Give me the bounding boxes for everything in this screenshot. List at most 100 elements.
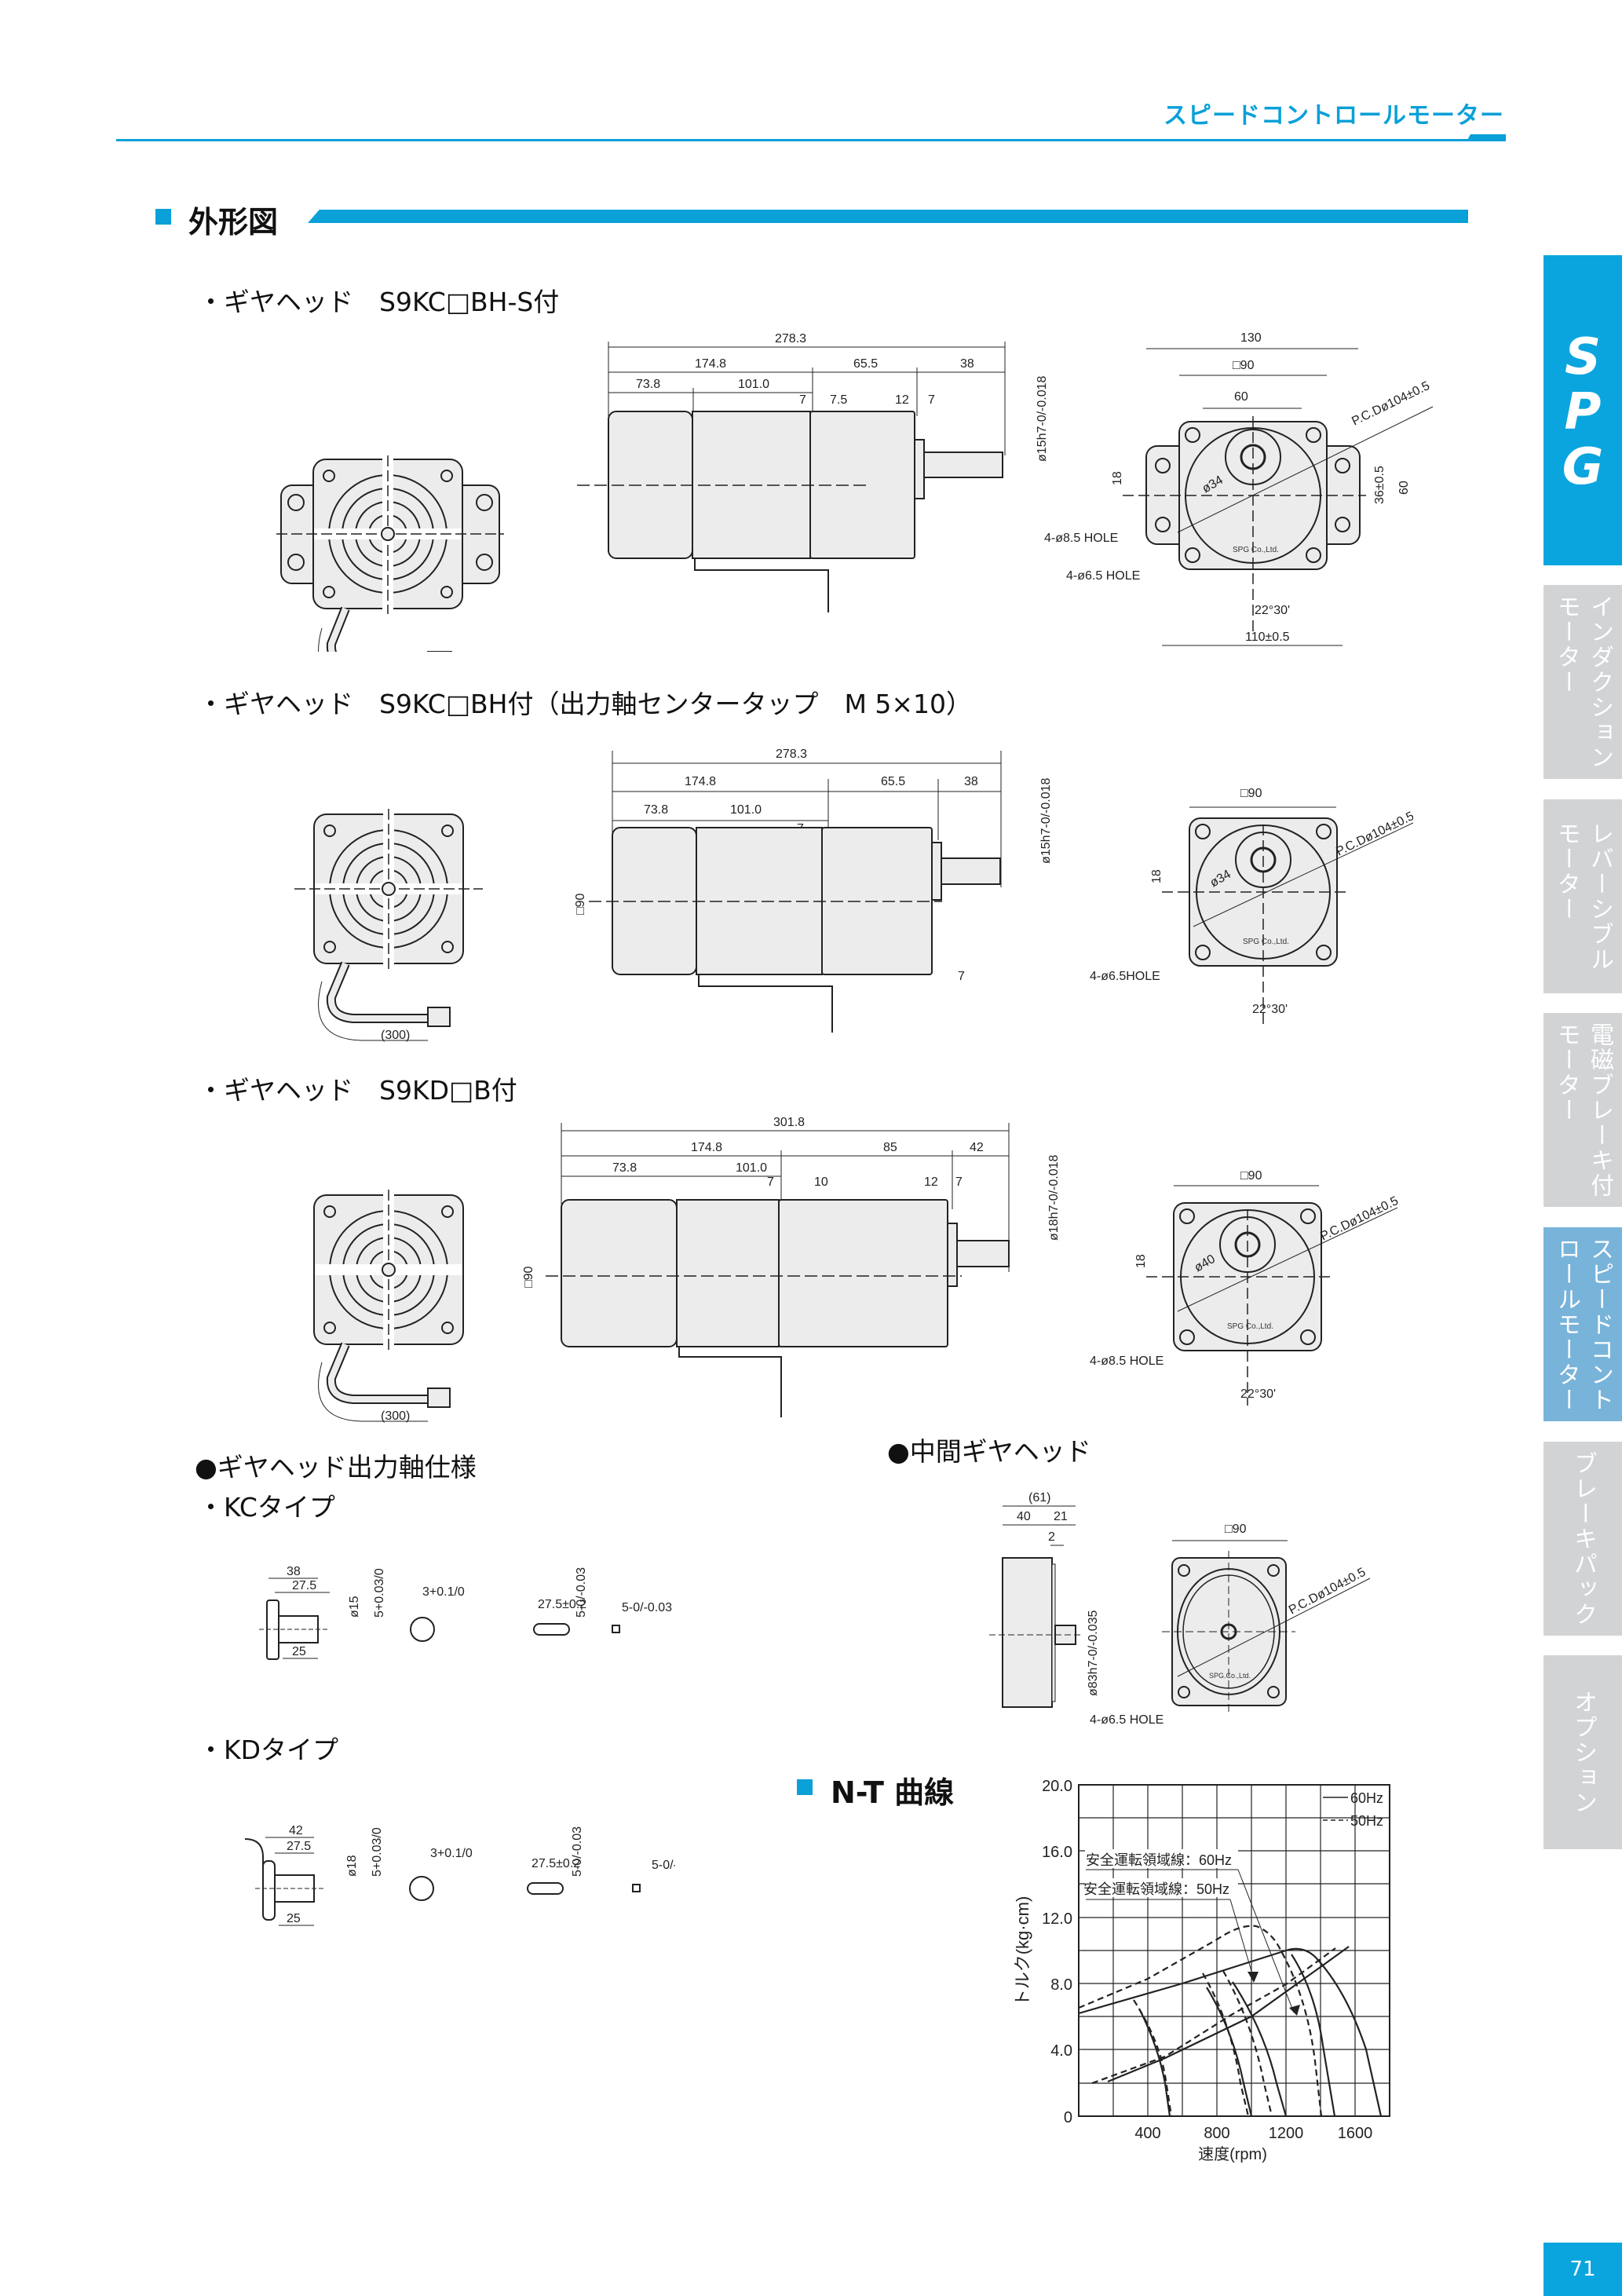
svg-text:4-ø6.5 HOLE: 4-ø6.5 HOLE bbox=[1090, 1713, 1164, 1727]
svg-text:60: 60 bbox=[1234, 390, 1248, 404]
svg-text:3+0.1/0: 3+0.1/0 bbox=[422, 1585, 465, 1599]
svg-text:85: 85 bbox=[883, 1141, 897, 1154]
svg-text:□90: □90 bbox=[1233, 359, 1255, 372]
svg-text:SPG Co.,Ltd.: SPG Co.,Ltd. bbox=[1243, 938, 1289, 946]
svg-text:ø15: ø15 bbox=[348, 1596, 361, 1618]
svg-text:73.8: 73.8 bbox=[636, 378, 660, 391]
intermediate-gearhead-drawing: (61) 40 21 2 ø83h7-0/-0.035 □90 P.C.Dø10… bbox=[989, 1491, 1371, 1727]
drawing-title-3: ・ギヤヘッド S9KD□B付 bbox=[198, 1075, 517, 1106]
svg-text:174.8: 174.8 bbox=[691, 1141, 722, 1154]
svg-text:SPG Co.,Ltd.: SPG Co.,Ltd. bbox=[1227, 1322, 1273, 1331]
sidebar-tab-options[interactable]: オプション bbox=[1543, 1655, 1622, 1849]
svg-text:60: 60 bbox=[1397, 481, 1411, 495]
svg-text:101.0: 101.0 bbox=[738, 378, 769, 391]
svg-text:65.5: 65.5 bbox=[881, 775, 905, 788]
svg-text:8.0: 8.0 bbox=[1050, 1976, 1072, 1994]
svg-text:5+0.03/0: 5+0.03/0 bbox=[371, 1827, 384, 1877]
sidebar-tab-label: オプション bbox=[1569, 1689, 1597, 1815]
category-title: スピードコントロールモーター bbox=[1164, 102, 1504, 130]
svg-text:60Hz: 60Hz bbox=[1350, 1790, 1383, 1806]
svg-text:50Hz: 50Hz bbox=[1350, 1813, 1383, 1829]
svg-text:1600: 1600 bbox=[1338, 2125, 1373, 2142]
svg-text:□90: □90 bbox=[1225, 1523, 1247, 1536]
svg-text:P.C.Dø104±0.5: P.C.Dø104±0.5 bbox=[1350, 379, 1432, 429]
svg-text:4-ø6.5 HOLE: 4-ø6.5 HOLE bbox=[1066, 569, 1140, 583]
sidebar-tab-induction-motor[interactable]: インダクションモーター bbox=[1543, 585, 1622, 779]
intermediate-gearhead-title: ●中間ギヤヘッド bbox=[887, 1436, 1091, 1467]
section-title-bar bbox=[308, 210, 1468, 223]
svg-text:4-ø8.5 HOLE: 4-ø8.5 HOLE bbox=[1044, 532, 1118, 545]
svg-text:ø15h7-0/-0.018: ø15h7-0/-0.018 bbox=[1036, 375, 1049, 462]
sidebar-tab-brake-motor[interactable]: 電磁ブレーキ付モーター bbox=[1543, 1013, 1622, 1207]
svg-text:□90: □90 bbox=[574, 893, 587, 915]
motor-rear-view-3: (300) bbox=[313, 1190, 464, 1423]
shaft-spec-title: ●ギヤヘッド出力軸仕様 bbox=[195, 1452, 477, 1483]
svg-text:SPG Co.,Ltd.: SPG Co.,Ltd. bbox=[1233, 546, 1279, 554]
svg-text:2: 2 bbox=[1048, 1530, 1055, 1544]
header-rule bbox=[116, 139, 1506, 141]
svg-text:22°30': 22°30' bbox=[1255, 604, 1290, 617]
kd-type-label: ・KDタイプ bbox=[198, 1735, 339, 1765]
svg-text:40: 40 bbox=[1017, 1510, 1031, 1523]
svg-text:4-ø6.5HOLE: 4-ø6.5HOLE bbox=[1090, 970, 1160, 983]
motor-front-view-2: □90 P.C.Dø104±0.5 18 ø34 4-ø6.5HOLE 22°3… bbox=[1090, 787, 1413, 1029]
svg-text:ø15h7-0/-0.018: ø15h7-0/-0.018 bbox=[1039, 777, 1052, 864]
svg-text:□90: □90 bbox=[1240, 1169, 1262, 1183]
sidebar-tab-label: 電磁ブレーキ付モーター bbox=[1553, 1022, 1613, 1198]
svg-text:73.8: 73.8 bbox=[644, 803, 668, 817]
sidebar-tab-speed-control-motor[interactable]: スピードコントロールモーター bbox=[1543, 1227, 1622, 1421]
svg-text:101.0: 101.0 bbox=[730, 803, 762, 817]
sidebar-tab-spg-logo[interactable]: SPG bbox=[1543, 255, 1622, 565]
nt-section-title: N-T 曲線 bbox=[831, 1775, 955, 1810]
svg-text:27.5: 27.5 bbox=[292, 1579, 316, 1592]
motor-side-view-2: 278.3 174.8 65.5 38 73.8 101.0 7 7 ø15h7… bbox=[574, 748, 1052, 1033]
svg-text:5-0/-0.03: 5-0/-0.03 bbox=[652, 1859, 675, 1872]
svg-text:ø18h7-0/-0.018: ø18h7-0/-0.018 bbox=[1047, 1154, 1061, 1241]
svg-text:25: 25 bbox=[292, 1645, 306, 1658]
motor-rear-view-2-body: (300) bbox=[294, 809, 483, 1042]
svg-text:(300): (300) bbox=[381, 1409, 410, 1423]
svg-text:安全運転領域線：60Hz: 安全運転領域線：60Hz bbox=[1086, 1852, 1232, 1868]
drawing-title-1: ・ギヤヘッド S9KC□BH-S付 bbox=[198, 287, 560, 317]
svg-text:22°30': 22°30' bbox=[1252, 1003, 1288, 1016]
svg-text:P.C.Dø104±0.5: P.C.Dø104±0.5 bbox=[1318, 1194, 1401, 1244]
svg-text:27.5±0.2: 27.5±0.2 bbox=[538, 1598, 586, 1611]
svg-text:□90: □90 bbox=[522, 1266, 535, 1288]
svg-text:(300): (300) bbox=[381, 1029, 410, 1042]
svg-text:21: 21 bbox=[1054, 1510, 1068, 1523]
sidebar-tab-label: ブレーキパック bbox=[1569, 1450, 1597, 1627]
sidebar-tab-label: スピードコントロールモーター bbox=[1553, 1236, 1613, 1413]
svg-text:5-0/-0.03: 5-0/-0.03 bbox=[571, 1826, 584, 1877]
svg-text:安全運転領域線：50Hz: 安全運転領域線：50Hz bbox=[1083, 1881, 1229, 1897]
svg-text:7: 7 bbox=[955, 1175, 963, 1189]
header-rule-tab bbox=[1467, 134, 1506, 141]
section-square-icon bbox=[155, 209, 171, 225]
svg-text:12.0: 12.0 bbox=[1042, 1910, 1072, 1928]
svg-text:ø83h7-0/-0.035: ø83h7-0/-0.035 bbox=[1087, 1610, 1100, 1696]
svg-text:7.5: 7.5 bbox=[830, 393, 847, 407]
motor-front-view-3: □90 P.C.Dø104±0.5 18 ø40 4-ø8.5 HOLE 22°… bbox=[1090, 1169, 1401, 1406]
svg-text:12: 12 bbox=[895, 393, 909, 407]
svg-text:73.8: 73.8 bbox=[612, 1161, 637, 1175]
svg-text:SPG.Co.,Ltd.: SPG.Co.,Ltd. bbox=[1209, 1672, 1251, 1680]
svg-text:18: 18 bbox=[1150, 869, 1164, 883]
svg-text:174.8: 174.8 bbox=[685, 775, 716, 788]
spg-logo: SPG bbox=[1554, 327, 1612, 493]
svg-text:10: 10 bbox=[814, 1175, 828, 1189]
svg-text:278.3: 278.3 bbox=[776, 748, 807, 761]
svg-text:ø18: ø18 bbox=[345, 1855, 359, 1877]
section-title: 外形図 bbox=[188, 205, 279, 239]
svg-text:174.8: 174.8 bbox=[695, 357, 726, 371]
svg-text:20.0: 20.0 bbox=[1042, 1778, 1072, 1795]
page-number: 71 bbox=[1543, 2243, 1622, 2296]
svg-text:18: 18 bbox=[1111, 471, 1124, 485]
svg-text:101.0: 101.0 bbox=[736, 1161, 767, 1175]
svg-text:P.C.Dø104±0.5: P.C.Dø104±0.5 bbox=[1287, 1566, 1368, 1618]
svg-text:18: 18 bbox=[1134, 1254, 1148, 1268]
sidebar-tab-brake-pack[interactable]: ブレーキパック bbox=[1543, 1442, 1622, 1636]
svg-text:7: 7 bbox=[928, 393, 935, 407]
sidebar-tab-reversible-motor[interactable]: レバーシブルモーター bbox=[1543, 799, 1622, 993]
svg-text:38: 38 bbox=[964, 775, 978, 788]
svg-text:65.5: 65.5 bbox=[853, 357, 878, 371]
svg-text:800: 800 bbox=[1204, 2125, 1229, 2142]
